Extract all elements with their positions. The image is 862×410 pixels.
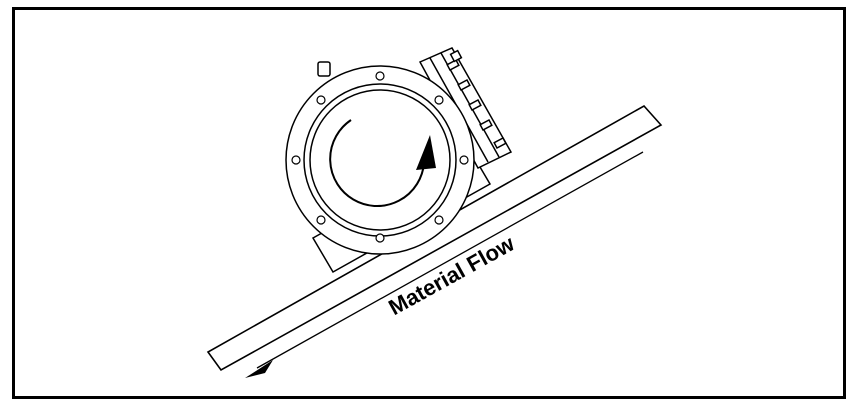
flow-direction-arrow-icon [245, 151, 644, 378]
conveyor-surface [206, 104, 663, 372]
motor-nub [317, 61, 331, 77]
motor-housing [285, 47, 513, 274]
rotation-arrow-icon [329, 119, 436, 207]
conveyor-belt [206, 104, 663, 372]
flange-bolts [291, 71, 469, 243]
